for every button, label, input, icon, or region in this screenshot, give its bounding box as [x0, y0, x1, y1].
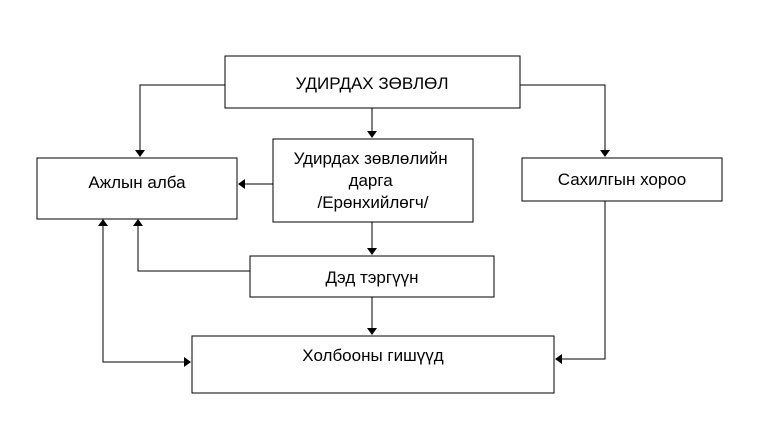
edge-discipline-to-members	[555, 201, 606, 364]
edge-board-to-chair	[367, 108, 377, 138]
box-discipline-label: Сахилгын хороо	[558, 170, 687, 189]
box-board: УДИРДАХ ЗӨВЛӨЛ	[224, 55, 521, 109]
edge-vice-to-office	[133, 219, 250, 272]
arrow-down-icon	[367, 131, 377, 138]
box-members-line-1: Холбооны гишүүд	[302, 346, 443, 365]
arrow-down-icon	[367, 248, 377, 255]
box-chair: Удирдах зөвлөлийн дарга /Ерөнхийлөгч/	[272, 138, 474, 223]
box-board-line-1: УДИРДАХ ЗӨВЛӨЛ	[295, 74, 448, 93]
arrow-left-icon	[238, 179, 245, 189]
box-discipline: Сахилгын хороо	[521, 157, 723, 202]
box-discipline-line-1: Сахилгын хороо	[558, 170, 687, 189]
edge-chair-to-office	[238, 179, 273, 189]
box-vice-label: Дэд тэргүүн	[326, 268, 419, 287]
box-chair-line-1: Удирдах зөвлөлийн	[294, 149, 448, 168]
arrow-up-icon	[98, 219, 108, 226]
arrow-down-icon	[135, 150, 145, 157]
box-chair-label: Удирдах зөвлөлийн дарга /Ерөнхийлөгч/	[294, 149, 453, 212]
box-vice-line-1: Дэд тэргүүн	[326, 268, 419, 287]
connectors	[98, 84, 610, 367]
edge-board-to-office	[135, 84, 225, 157]
arrow-left-icon	[555, 354, 562, 364]
arrow-right-icon	[184, 357, 191, 367]
box-chair-line-2: дарга	[349, 171, 394, 190]
box-office-label: Ажлын алба	[88, 173, 186, 192]
box-members: Холбооны гишүүд	[191, 335, 555, 394]
edge-vice-to-members	[367, 297, 377, 335]
box-board-label: УДИРДАХ ЗӨВЛӨЛ	[295, 74, 448, 93]
box-office: Ажлын алба	[36, 157, 238, 220]
edge-office-members-bidirectional	[98, 219, 191, 367]
edge-chair-to-vice	[367, 222, 377, 255]
box-vice: Дэд тэргүүн	[249, 255, 495, 298]
edge-board-to-discipline	[520, 84, 610, 157]
box-chair-line-3: /Ерөнхийлөгч/	[317, 193, 428, 212]
box-members-label: Холбооны гишүүд	[302, 346, 443, 365]
arrow-down-icon	[367, 328, 377, 335]
box-office-line-1: Ажлын алба	[88, 173, 186, 192]
arrow-up-icon	[133, 219, 143, 226]
arrow-down-icon	[600, 150, 610, 157]
